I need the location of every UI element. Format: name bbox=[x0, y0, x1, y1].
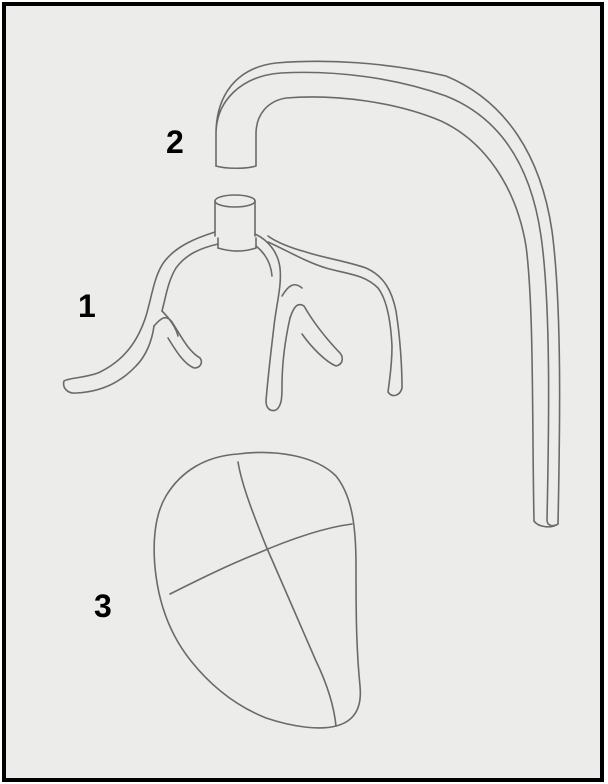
vessel-tree-drawing bbox=[64, 195, 402, 411]
label-heart: 3 bbox=[94, 590, 112, 622]
label-vessel-tree: 1 bbox=[78, 290, 96, 322]
heart-drawing bbox=[154, 452, 360, 727]
aortic-arch-drawing bbox=[216, 61, 560, 526]
label-aortic-arch: 2 bbox=[166, 126, 184, 158]
pencil-sketch bbox=[6, 6, 600, 778]
